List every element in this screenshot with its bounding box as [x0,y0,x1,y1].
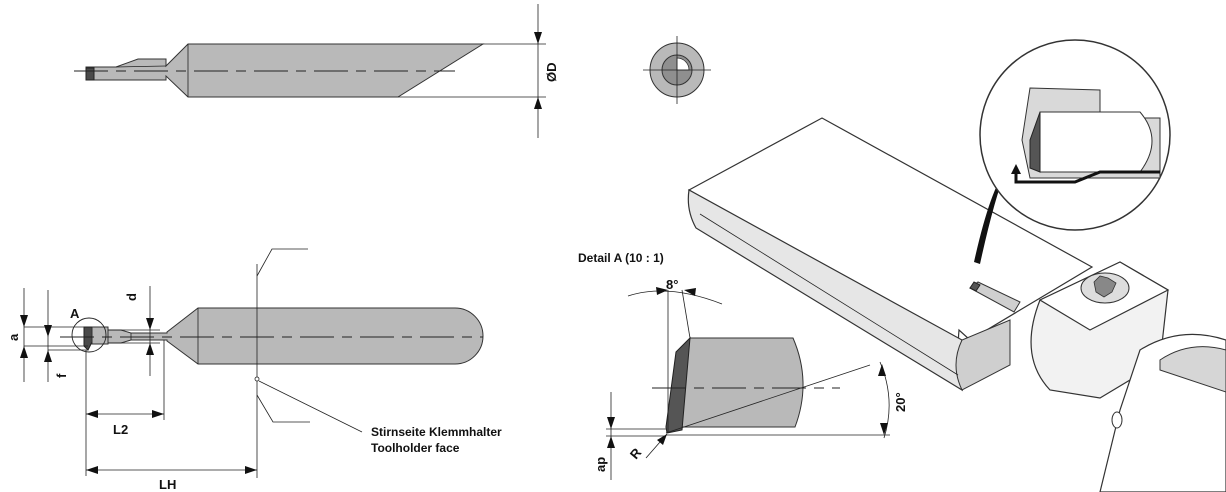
end-view [643,36,711,104]
f-label: f [54,373,69,378]
l2-label: L2 [113,422,128,437]
ap-label: ap [593,457,608,472]
detail-circle [71,317,107,353]
side-view: A a f d L2 [6,248,502,492]
detail-marker: A [70,306,80,321]
top-view: ØD [74,4,559,138]
angle-side-label: 20° [893,392,908,412]
top-view-shank [85,43,485,98]
isometric-illustration [687,39,1226,492]
detail-a: Detail A (10 : 1) 8° 20° ap R [578,251,908,480]
radius-label: R [627,445,645,462]
detail-title: Detail A (10 : 1) [578,251,664,265]
lh-label: LH [159,477,176,492]
detail-insert-body [665,337,804,428]
toolholder-face-en: Toolholder face [371,441,460,455]
toolholder-face-de: Stirnseite Klemmhalter [371,425,502,439]
a-label: a [6,333,21,341]
d-label: d [124,293,139,301]
diameter-label: ØD [544,63,559,83]
side-view-tip [83,326,93,351]
angle-top-label: 8° [666,277,678,292]
top-view-tip [85,67,95,81]
